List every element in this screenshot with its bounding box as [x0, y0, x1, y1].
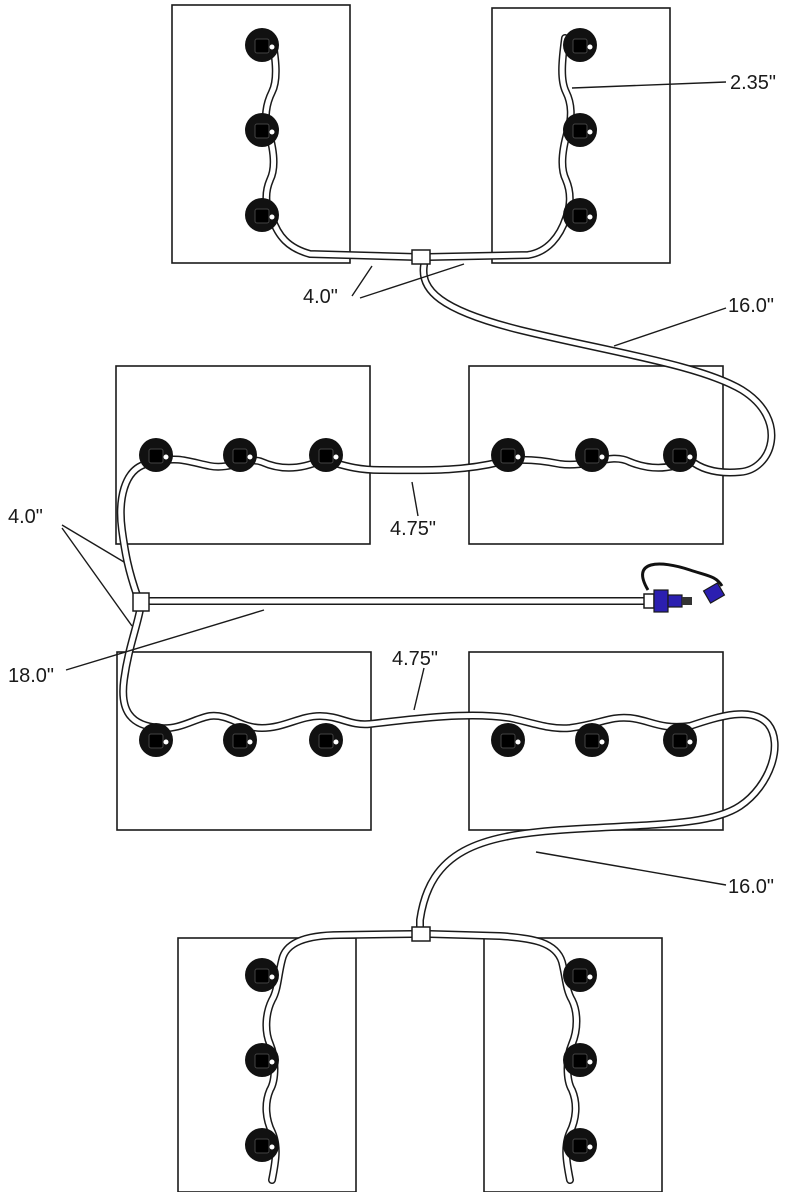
label-main-feed: 18.0" [8, 665, 54, 687]
tee-fitting-icon [411, 249, 431, 265]
battery-fill-valve-icon [245, 958, 279, 992]
quick-connect-inlet-icon [641, 562, 726, 613]
battery-fill-valve-icon [245, 1128, 279, 1162]
leader-lines [61, 81, 727, 886]
battery-fill-valve-icon [563, 198, 597, 232]
tube-upper-crossover-core [421, 262, 774, 475]
label-upper-crossover: 16.0" [728, 295, 774, 317]
battery-fill-valve-icon [563, 1128, 597, 1162]
battery-fill-valve-icon [245, 113, 279, 147]
label-middle-lower-run: 4.75" [392, 648, 438, 670]
battery-fill-valve-icon [309, 723, 343, 757]
battery-fill-valve-icon [245, 28, 279, 62]
tube-top-right-chain-core [425, 35, 574, 260]
battery-fill-valve-icon [663, 438, 697, 472]
label-top-tee-tubes: 4.0" [303, 286, 338, 308]
battery-fill-valve-icon [245, 198, 279, 232]
label-middle-upper-run: 4.75" [390, 518, 436, 540]
battery-fill-valve-icon [491, 438, 525, 472]
battery-fill-valve-icon [491, 723, 525, 757]
battery-fill-valve-icon [139, 438, 173, 472]
label-lower-crossover: 16.0" [728, 876, 774, 898]
battery-fill-valve-icon [223, 723, 257, 757]
tee-fittings [132, 249, 431, 942]
tube-lower-crossover-core [417, 711, 778, 933]
battery-fill-valve-icon [563, 113, 597, 147]
valves [139, 28, 697, 1162]
battery-fill-valve-icon [309, 438, 343, 472]
battery-fill-valve-icon [223, 438, 257, 472]
label-top-branch-tube: 2.35" [730, 72, 776, 94]
label-left-tee-tubes: 4.0" [8, 506, 43, 528]
battery-fill-valve-icon [245, 1043, 279, 1077]
battery-fill-valve-icon [575, 438, 609, 472]
tee-fitting-icon [132, 592, 150, 612]
tube-top-left-chain-core [263, 35, 419, 260]
battery-fill-valve-icon [563, 958, 597, 992]
battery-fill-valve-icon [575, 723, 609, 757]
dimension-labels: 2.35" 4.0" 16.0" 4.75" 4.0" 18.0" 4.75" … [8, 72, 776, 898]
battery-fill-valve-icon [663, 723, 697, 757]
battery-fill-valve-icon [563, 28, 597, 62]
tee-fitting-icon [411, 926, 431, 942]
battery-fill-valve-icon [563, 1043, 597, 1077]
battery-fill-valve-icon [139, 723, 173, 757]
